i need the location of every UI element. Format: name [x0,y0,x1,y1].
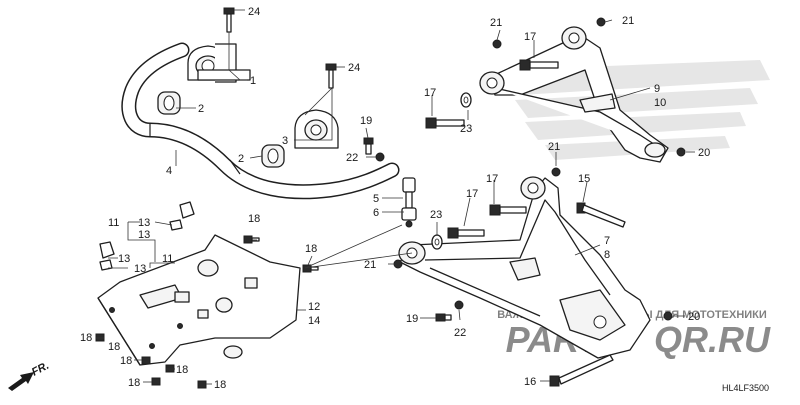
callout-18: 18 [108,341,120,353]
callout-17: 17 [466,188,478,200]
watermark-brand-right: QR.RU [654,319,771,360]
callout-21: 21 [364,259,376,271]
bushing-2a [157,91,181,115]
nut-21c [551,167,561,177]
upper-arm [479,26,669,163]
callout-16: 16 [524,376,536,388]
callout-10: 10 [654,97,666,109]
callout-24: 24 [248,6,260,18]
nut-21a [492,39,502,49]
callout-22: 22 [346,152,358,164]
lower-arm [398,176,651,359]
callout-15: 15 [578,173,590,185]
bolt-24b [325,63,337,89]
diagram-code: HL4LF3500 [722,383,769,393]
nut-21d [393,259,403,269]
callout-18: 18 [80,332,92,344]
nut-20b [663,311,673,321]
clip-13b [169,219,183,231]
callout-6: 6 [373,207,379,219]
bolt-18b [302,264,319,273]
callout-13: 13 [138,229,150,241]
washer-23a [460,92,472,108]
bushing-2b [261,144,285,168]
callout-18: 18 [214,379,226,391]
callouts: 24 1 2 4 24 3 2 19 22 5 6 11 13 13 18 18… [80,6,710,391]
callout-12: 12 [308,301,320,313]
callout-17: 17 [524,31,536,43]
bolt-16 [549,354,614,387]
callout-21: 21 [490,17,502,29]
callout-23: 23 [430,209,442,221]
bolt-17c [489,204,527,216]
clip-13c [99,241,115,259]
callout-1: 1 [250,75,256,87]
stabilizer-link [401,177,417,228]
nut-20a [676,147,686,157]
callout-21: 21 [548,141,560,153]
skid-plate [97,234,301,366]
callout-4: 4 [166,165,172,177]
leader-lines [96,9,695,385]
callout-18: 18 [128,377,140,389]
callout-17: 17 [486,173,498,185]
callout-13: 13 [134,263,146,275]
nut-21b [596,17,606,27]
bolt-18a [243,235,260,244]
bolt-15 [576,202,626,228]
bolt-18d [141,356,151,365]
bolt-17b [425,117,465,129]
callout-11: 11 [108,217,119,229]
front-direction-arrow: FR. [8,360,51,391]
callout-20: 20 [698,147,710,159]
nut-22b [454,300,464,310]
callout-7: 7 [604,235,610,247]
callout-13: 13 [118,253,130,265]
bolt-17d [447,227,485,239]
bolt-18e [165,364,175,373]
callout-2: 2 [238,153,244,165]
callout-18: 18 [176,364,188,376]
bolt-24a [223,7,235,33]
callout-8: 8 [604,249,610,261]
callout-18: 18 [248,213,260,225]
bolt-17a [519,59,559,71]
callout-22: 22 [454,327,466,339]
callout-14: 14 [308,315,320,327]
callout-18: 18 [120,355,132,367]
callout-2: 2 [198,103,204,115]
callout-23: 23 [460,123,472,135]
clip-13d [99,259,113,271]
callout-24: 24 [348,62,360,74]
callout-3: 3 [282,135,288,147]
bolt-19b [435,313,452,322]
bolt-18g [197,380,207,389]
bolt-19a [363,137,374,155]
callout-17: 17 [424,87,436,99]
callout-21: 21 [622,15,634,27]
washer-23b [431,234,443,250]
callout-13: 13 [138,217,150,229]
callout-18: 18 [305,243,317,255]
callout-19: 19 [406,313,418,325]
bracket-3 [294,109,339,149]
front-direction-label: FR. [30,360,51,379]
stabilizer-bar [121,42,400,200]
nut-22a [375,152,385,162]
callout-5: 5 [373,193,379,205]
bolt-18c [95,333,105,342]
callout-19: 19 [360,115,372,127]
callout-11: 11 [162,253,173,265]
bolt-18f [151,377,161,386]
callout-20: 20 [688,311,700,323]
clip-13a [179,201,195,219]
callout-9: 9 [654,83,660,95]
